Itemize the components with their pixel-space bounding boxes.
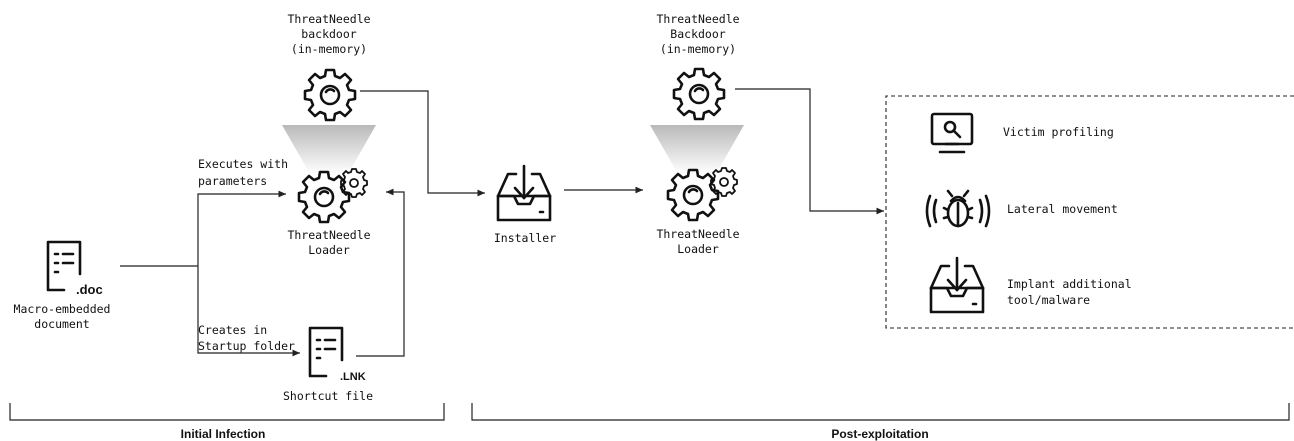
beam-right xyxy=(650,125,744,174)
loader1-gear-icon xyxy=(297,170,351,224)
edge-lnk-loader1 xyxy=(356,188,405,357)
backdoor2-gear-icon xyxy=(672,67,726,121)
backdoor1-label-2: backdoor xyxy=(301,27,356,41)
lnk-ext: .LNK xyxy=(340,371,366,383)
creates-label-2: Startup folder xyxy=(198,339,295,353)
loader2-label-2: Loader xyxy=(677,242,719,256)
backdoor1-gear-icon xyxy=(303,68,357,122)
creates-label-1: Creates in xyxy=(198,323,267,337)
outcome-implant-line1: Implant additional xyxy=(1007,277,1132,291)
outcome-implant-line2: tool/malware xyxy=(1007,293,1090,307)
initial-infection-bracket xyxy=(9,403,445,421)
executes-label-2: parameters xyxy=(198,174,267,188)
loader2-label-1: ThreatNeedle xyxy=(656,227,739,241)
edge-doc-loader1 xyxy=(197,190,286,266)
edge-backdoor2-outcomes xyxy=(735,88,884,215)
loader1-label-2: Loader xyxy=(308,243,350,257)
installer-tray-icon xyxy=(496,164,552,222)
outcome-victim-profiling: Victim profiling xyxy=(1003,125,1114,139)
backdoor2-label-3: (in-memory) xyxy=(660,42,736,56)
loader2-small-gear-icon xyxy=(710,167,738,197)
monitor-search-icon xyxy=(930,112,974,154)
executes-label-1: Executes with xyxy=(198,157,288,171)
lnk-file-icon xyxy=(308,326,344,378)
outcome-lateral-movement: Lateral movement xyxy=(1007,202,1118,216)
bug-icon xyxy=(925,189,991,228)
post-exploitation-label: Post-exploitation xyxy=(831,427,928,441)
beam-left xyxy=(282,125,376,174)
doc-ext: .doc xyxy=(76,282,103,297)
backdoor1-label-1: ThreatNeedle xyxy=(287,12,370,26)
initial-infection-label: Initial Infection xyxy=(181,427,266,441)
doc-label-1: Macro-embedded xyxy=(14,302,111,316)
outcomes-box xyxy=(885,95,1294,329)
post-exploitation-bracket xyxy=(471,403,1290,421)
installer-label: Installer xyxy=(494,231,556,245)
edge-doc-lnk xyxy=(197,266,300,357)
backdoor2-label-1: ThreatNeedle xyxy=(656,12,739,26)
loader1-label-1: ThreatNeedle xyxy=(287,228,370,242)
backdoor2-label-2: Backdoor xyxy=(670,27,725,41)
edge-backdoor1-installer xyxy=(360,90,485,197)
implant-tray-icon xyxy=(929,256,985,314)
backdoor1-label-3: (in-memory) xyxy=(291,42,367,56)
lnk-label: Shortcut file xyxy=(283,389,373,403)
doc-label-2: document xyxy=(34,317,89,331)
loader2-gear-icon xyxy=(666,168,720,222)
